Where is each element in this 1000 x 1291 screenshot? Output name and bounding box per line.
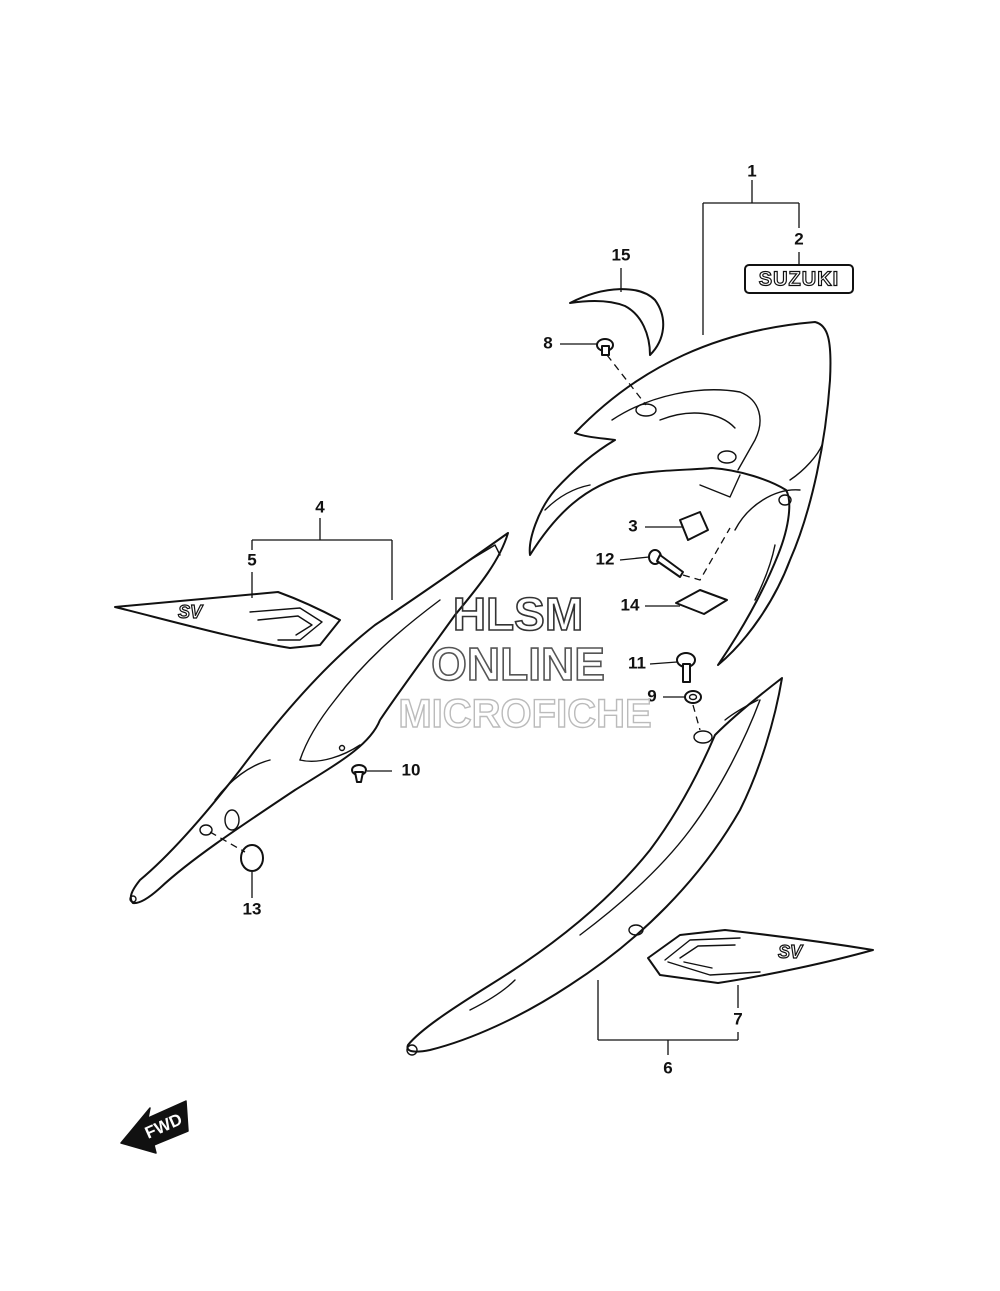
screw-part-12 xyxy=(648,549,684,578)
left-side-cover-part xyxy=(129,532,509,905)
right-sv-decal-part: SV xyxy=(647,929,874,984)
watermark-line-2: ONLINE xyxy=(431,638,605,690)
callout-3: 3 xyxy=(628,516,637,535)
callout-4: 4 xyxy=(315,497,325,516)
callout-1: 1 xyxy=(747,161,756,180)
left-decal-text: SV xyxy=(178,602,204,622)
callout-7: 7 xyxy=(733,1009,742,1028)
callout-10: 10 xyxy=(402,760,421,779)
callout-15: 15 xyxy=(612,245,631,264)
leader-11 xyxy=(649,661,678,665)
callout-12: 12 xyxy=(596,549,615,568)
callout-11: 11 xyxy=(628,653,646,672)
bolt-part-11 xyxy=(676,652,696,683)
callout-9: 9 xyxy=(647,686,656,705)
assembly-line-8 xyxy=(606,354,647,406)
callout-2: 2 xyxy=(794,229,803,248)
callout-6: 6 xyxy=(663,1058,672,1077)
watermark-line-3: MICROFICHE xyxy=(398,692,651,736)
watermark-line-1: HLSM xyxy=(453,588,583,640)
callout-8: 8 xyxy=(543,333,552,352)
clip-part-10 xyxy=(351,764,367,783)
callout-13: 13 xyxy=(243,899,262,918)
leader-6 xyxy=(597,980,739,1055)
cushion-part-13 xyxy=(240,844,264,872)
tail-cowl-part xyxy=(528,321,832,666)
left-sv-decal-part: SV xyxy=(114,591,341,649)
bolt-part-8 xyxy=(596,338,614,356)
leader-1 xyxy=(702,180,800,335)
callout-14: 14 xyxy=(621,595,640,614)
leader-4 xyxy=(251,518,393,600)
assembly-line-12 xyxy=(682,527,731,581)
leader-12 xyxy=(619,556,650,561)
pad-sheet-part-14 xyxy=(675,589,728,615)
callout-5: 5 xyxy=(247,550,256,569)
collar-part-9 xyxy=(684,690,702,704)
right-decal-text: SV xyxy=(778,942,804,962)
right-side-cover-part xyxy=(406,677,783,1056)
assembly-line-9 xyxy=(692,704,701,731)
assembly-line-13 xyxy=(209,831,246,853)
fwd-arrow-icon: FWD xyxy=(120,1100,189,1154)
watermark: HLSM ONLINE MICROFICHE xyxy=(398,587,653,737)
cushion-part-3 xyxy=(679,511,709,541)
emblem-text: SUZUKI xyxy=(759,268,839,290)
seat-pad-part xyxy=(569,288,665,356)
suzuki-emblem-part: SUZUKI xyxy=(744,264,854,294)
